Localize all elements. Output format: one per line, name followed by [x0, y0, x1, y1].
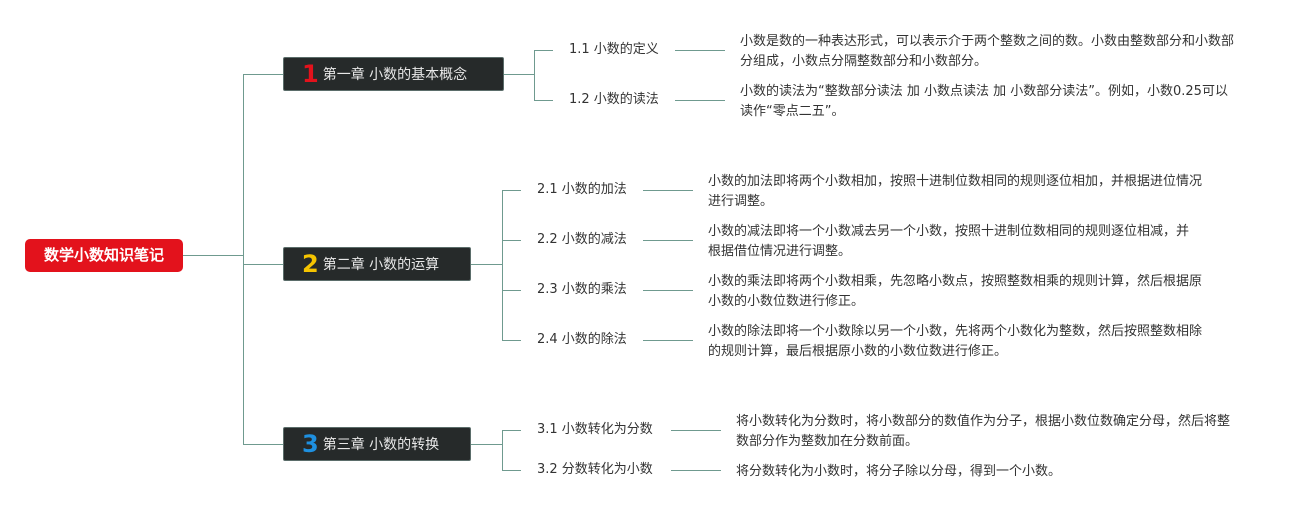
- description-2-4: 小数的除法即将一个小数除以另一个小数，先将两个小数化为整数，然后按照整数相除的规…: [708, 324, 1203, 359]
- root-title: 数学小数知识笔记: [43, 246, 164, 264]
- chapter-node-2[interactable]: 2 第二章 小数的运算: [283, 247, 471, 281]
- description-3-1: 将小数转化为分数时，将小数部分的数值作为分子，根据小数位数确定分母，然后将整数部…: [736, 414, 1231, 449]
- section-2-4[interactable]: 2.4 小数的除法: [537, 332, 627, 347]
- chapter-number-1: 1: [302, 60, 319, 88]
- chapter-node-1[interactable]: 1 第一章 小数的基本概念: [283, 57, 504, 91]
- section-1-2[interactable]: 1.2 小数的读法: [569, 92, 659, 107]
- section-2-1[interactable]: 2.1 小数的加法: [537, 182, 627, 197]
- chapter-title-2: 第二章 小数的运算: [322, 257, 440, 273]
- section-3-2[interactable]: 3.2 分数转化为小数: [537, 462, 653, 477]
- section-3-1[interactable]: 3.1 小数转化为分数: [537, 422, 653, 437]
- description-2-1: 小数的加法即将两个小数相加，按照十进制位数相同的规则逐位相加，并根据进位情况进行…: [708, 174, 1203, 209]
- section-1-1[interactable]: 1.1 小数的定义: [569, 42, 659, 57]
- chapter-number-3: 3: [302, 430, 319, 458]
- section-2-2[interactable]: 2.2 小数的减法: [537, 232, 627, 247]
- description-3-2: 将分数转化为小数时，将分子除以分母，得到一个小数。: [736, 464, 1062, 479]
- chapter-node-3[interactable]: 3 第三章 小数的转换: [283, 427, 471, 461]
- root-node[interactable]: 数学小数知识笔记: [25, 239, 183, 272]
- chapter-number-2: 2: [302, 250, 319, 278]
- chapter-title-1: 第一章 小数的基本概念: [322, 67, 468, 83]
- description-1-2: 小数的读法为“整数部分读法 加 小数点读法 加 小数部分读法”。例如，小数0.2…: [740, 84, 1228, 119]
- description-2-2: 小数的减法即将一个小数减去另一个小数，按照十进制位数相同的规则逐位相减，并根据借…: [708, 224, 1190, 259]
- chapter-title-3: 第三章 小数的转换: [322, 437, 440, 453]
- description-1-1: 小数是数的一种表达形式，可以表示介于两个整数之间的数。小数由整数部分和小数部分组…: [740, 34, 1235, 69]
- description-2-3: 小数的乘法即将两个小数相乘，先忽略小数点，按照整数相乘的规则计算，然后根据原小数…: [708, 274, 1203, 309]
- section-2-3[interactable]: 2.3 小数的乘法: [537, 282, 627, 297]
